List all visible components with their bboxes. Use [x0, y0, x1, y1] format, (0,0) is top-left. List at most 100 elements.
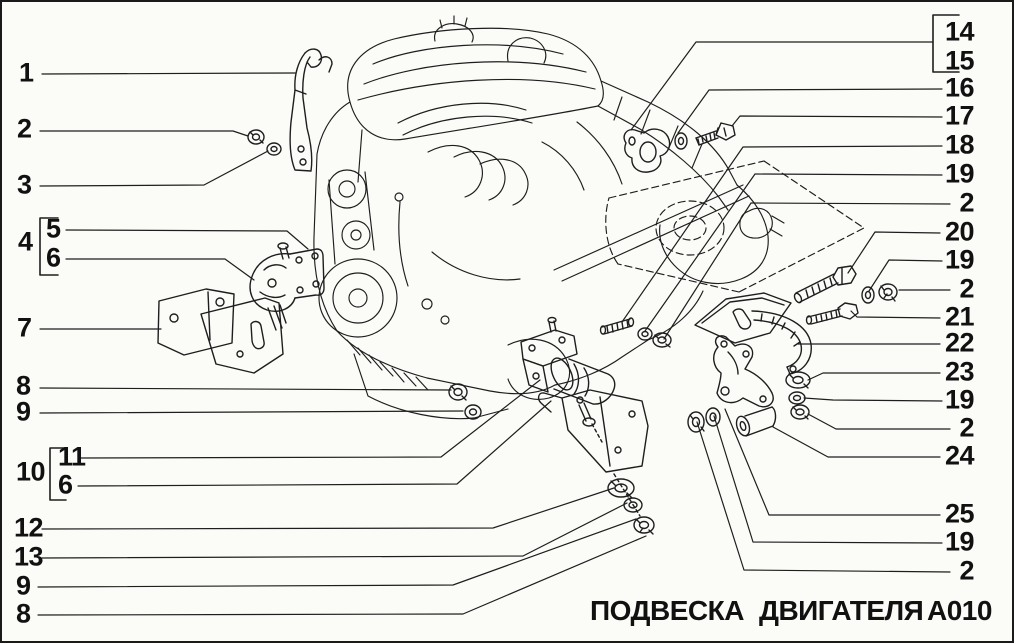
callout-22: 22	[944, 327, 975, 358]
callout-9: 9	[16, 396, 31, 427]
callout-18: 18	[944, 129, 975, 160]
washer-part-23	[785, 371, 811, 389]
detached-parts	[157, 48, 898, 535]
bolt-part-21	[805, 302, 859, 325]
leader-14-15	[630, 41, 934, 131]
caption-word-dvigatelya: ДВИГАТЕЛЯ	[759, 595, 924, 626]
callout-2b: 2	[959, 273, 974, 304]
strap-bracket-part-22	[694, 292, 812, 375]
callout-19b: 19	[944, 244, 975, 275]
callout-8b: 8	[16, 598, 31, 629]
washer-part-19-bottom	[705, 407, 721, 427]
leader-18	[621, 145, 943, 323]
leader-8b	[37, 535, 647, 616]
leader-2d	[696, 421, 951, 573]
callout-3: 3	[17, 169, 32, 200]
nut-part-2-right	[790, 404, 810, 420]
bracket-part-14-16	[623, 128, 671, 173]
callout-19: 19	[944, 158, 975, 189]
caption-word-podveska: ПОДВЕСКА	[590, 595, 744, 626]
callout-2c: 2	[959, 412, 974, 443]
callout-20: 20	[944, 216, 975, 247]
callout-10: 10	[16, 456, 46, 487]
callout-17: 17	[944, 100, 975, 131]
washer-part-3	[266, 142, 282, 156]
leader-24	[772, 426, 941, 458]
leader-9b	[37, 518, 637, 588]
callout-2: 2	[17, 113, 32, 144]
leader-13	[41, 502, 628, 559]
callout-8: 8	[16, 370, 31, 401]
washer-part-15	[674, 132, 688, 150]
callout-15: 15	[944, 45, 975, 76]
washer-part-19-stud	[637, 327, 653, 341]
callout-21: 21	[944, 301, 975, 332]
callout-7: 7	[17, 312, 32, 343]
leader-16	[677, 88, 943, 134]
washer-part-19-right	[788, 391, 806, 405]
callout-1: 1	[19, 57, 34, 88]
leader-17	[731, 115, 943, 127]
callout-14: 14	[944, 16, 975, 47]
leader-1	[41, 72, 296, 75]
stud-part-18	[599, 317, 635, 335]
leader-19c	[803, 397, 943, 402]
callout-13: 13	[14, 541, 44, 572]
callout-6b: 6	[58, 469, 73, 500]
nut-part-2-bottom	[687, 411, 705, 433]
nut-part-2-top	[247, 129, 265, 145]
callout-5: 5	[46, 213, 61, 244]
caption-drawing-code: А010	[927, 595, 992, 626]
callout-19d: 19	[944, 526, 975, 557]
leader-5	[65, 229, 309, 250]
callout-6: 6	[46, 242, 61, 273]
callout-23: 23	[944, 356, 975, 387]
nut-part-9-bottom	[633, 516, 655, 535]
callout-11: 11	[58, 441, 86, 472]
washer-part-8-top	[448, 383, 468, 401]
engine-assembly-drawing	[313, 15, 865, 420]
washer-part-19-bolt	[861, 286, 875, 304]
callout-9b: 9	[16, 570, 31, 601]
leader-11	[80, 379, 541, 459]
callout-4: 4	[18, 226, 33, 257]
bracket-group-14-15	[932, 14, 960, 73]
nut-part-9-top	[464, 404, 482, 420]
nut-part-2-stud	[652, 332, 672, 348]
nut-part-2-bolt	[878, 283, 898, 302]
bolt-part-20	[793, 265, 857, 304]
group-brackets	[39, 14, 960, 501]
leader-6	[65, 258, 255, 281]
bracket-part-1	[289, 48, 333, 172]
bolt-part-17	[695, 122, 736, 146]
callout-16: 16	[944, 72, 975, 103]
leader-2c	[807, 413, 951, 430]
bracket-part-25	[713, 335, 774, 408]
leader-19b	[868, 259, 943, 292]
leader-19d	[713, 415, 943, 544]
leader-9	[39, 410, 464, 414]
bracket-group-4	[39, 217, 59, 276]
leader-2	[39, 130, 249, 137]
callout-19c: 19	[944, 384, 975, 415]
bushing-part-24	[735, 406, 777, 437]
leader-lines	[37, 41, 951, 616]
bracket-group-10	[49, 447, 67, 501]
leader-21	[850, 310, 941, 319]
callout-2r: 2	[959, 187, 974, 218]
rear-mount-parts-10-11-6	[520, 316, 649, 473]
leader-23	[807, 372, 941, 381]
leader-8	[39, 387, 452, 391]
leader-19	[644, 173, 943, 332]
leader-25	[724, 408, 941, 516]
callout-12: 12	[14, 512, 44, 543]
leader-6b	[77, 400, 552, 487]
callout-25: 25	[944, 498, 975, 529]
leader-20	[847, 231, 941, 274]
front-mount-parts-4-5-6	[249, 242, 325, 312]
assembly-axis-line	[591, 423, 641, 517]
callout-24: 24	[944, 440, 975, 471]
leader-12	[41, 487, 615, 530]
